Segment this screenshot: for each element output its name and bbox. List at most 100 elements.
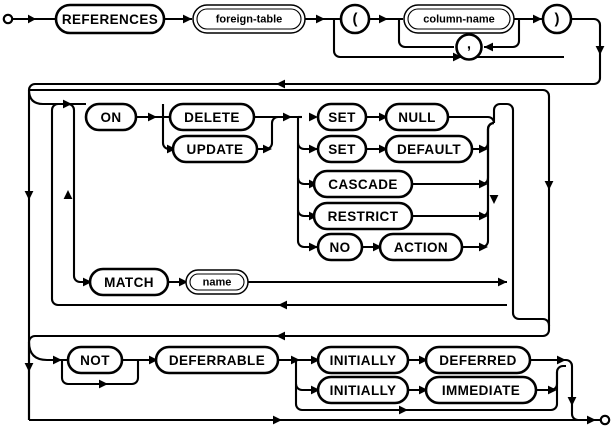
arrow-paren-to-col-icon bbox=[379, 14, 388, 24]
arrow-initially-to-deferred-icon bbox=[419, 355, 428, 365]
arrow-initially-deferred-icon bbox=[311, 355, 320, 365]
arrow-row3-exit-down-icon bbox=[567, 397, 577, 406]
column-name-ref-inner-outline bbox=[407, 8, 511, 30]
comma[interactable] bbox=[455, 33, 483, 61]
arrow-initially-to-immediate-icon bbox=[419, 385, 428, 395]
arrow-wrap-row3-left-icon bbox=[276, 331, 285, 341]
arrow-initially-immediate-icon bbox=[311, 385, 320, 395]
delete-keyword-label: DELETE bbox=[184, 110, 240, 125]
not-keyword-label: NOT bbox=[80, 353, 110, 368]
rail-initially-immediate-branch bbox=[294, 383, 320, 392]
initially-keyword-deferred-label: INITIALLY bbox=[330, 353, 397, 368]
arrow-wrap-down-icon bbox=[595, 46, 605, 55]
references-keyword-label: REFERENCES bbox=[62, 12, 158, 27]
close-paren-label: ) bbox=[555, 11, 560, 28]
arrow-restrict-merge-icon bbox=[479, 211, 488, 221]
cascade-keyword-label: CASCADE bbox=[328, 177, 398, 192]
match-keyword-label: MATCH bbox=[104, 275, 154, 290]
immediate-keyword-label: IMMEDIATE bbox=[442, 383, 520, 398]
column-name-label: column-name bbox=[423, 14, 495, 26]
no-keyword-label: NO bbox=[329, 240, 350, 255]
arrow-on-group-loopback-icon bbox=[278, 300, 287, 310]
rail-deferred-merge bbox=[530, 358, 574, 367]
set-keyword-default-label: SET bbox=[328, 142, 356, 157]
rail-row3-exit bbox=[570, 366, 600, 422]
arrow-actions-merge-down-icon bbox=[489, 195, 499, 204]
arrow-row3-entry-icon bbox=[53, 355, 62, 365]
rail-paren-group-bypass bbox=[332, 19, 564, 59]
open-paren-label: ( bbox=[353, 11, 358, 28]
arrow-update-branch-icon bbox=[167, 144, 176, 154]
arrow-wrap-left-icon bbox=[276, 79, 285, 89]
arrow-name-merge-icon bbox=[498, 277, 507, 287]
update-keyword-label: UPDATE bbox=[187, 142, 244, 157]
arrow-right-outer-down-icon bbox=[544, 181, 554, 190]
arrow-match-vertical-up-icon bbox=[63, 190, 73, 199]
arrow-set-to-null-icon bbox=[379, 112, 388, 122]
set-keyword-null-label: SET bbox=[328, 110, 356, 125]
arrow-col-to-close-icon bbox=[533, 14, 542, 24]
rail-initially-skip-merge bbox=[408, 372, 559, 412]
arrow-ref-to-ftable-icon bbox=[183, 14, 192, 24]
rail-action-fanout-vertical bbox=[296, 117, 318, 249]
arrow-set-to-default-icon bbox=[379, 144, 388, 154]
rail-null-merge bbox=[448, 115, 496, 124]
rail-row2-top-bypass bbox=[29, 88, 551, 104]
rail-default-merge bbox=[472, 121, 495, 151]
arrow-match-branch-icon bbox=[83, 277, 92, 287]
restrict-keyword-label: RESTRICT bbox=[328, 209, 399, 224]
rail-on-group-loop-back bbox=[50, 102, 507, 307]
rail-update-merge bbox=[257, 115, 298, 151]
arrow-action-branch-entry-icon bbox=[283, 112, 292, 122]
rail-row2-entry bbox=[27, 89, 86, 106]
arrow-noaction-icon bbox=[309, 242, 318, 252]
arrow-row2-entry-icon bbox=[63, 99, 72, 109]
name-label: name bbox=[203, 277, 232, 289]
arrow-deferred-merge-icon bbox=[557, 355, 566, 365]
rail-action-branch-restrict bbox=[296, 209, 318, 218]
arrow-start-icon bbox=[28, 14, 36, 24]
default-keyword-label: DEFAULT bbox=[397, 142, 461, 157]
arrow-bottom-bypass-icon bbox=[273, 415, 282, 425]
arrow-default-merge-icon bbox=[479, 144, 488, 154]
foreign-table-ref-inner-outline bbox=[196, 8, 302, 30]
rail-initially-skip bbox=[294, 360, 408, 412]
start-endpoint-icon bbox=[2, 13, 14, 25]
arrow-not-skip-icon bbox=[99, 379, 108, 389]
rail-comma-loop-left bbox=[397, 19, 454, 49]
rail-row2-exit bbox=[511, 305, 551, 330]
rail-wrap-row2-to-row3 bbox=[27, 329, 551, 420]
arrow-cascade-merge-icon bbox=[479, 179, 488, 189]
arrow-update-merge-icon bbox=[263, 144, 272, 154]
rail-action-branch-setdefault bbox=[296, 142, 318, 151]
arrow-setdefault-icon bbox=[309, 144, 318, 154]
arrow-left-rail-down-1-icon bbox=[24, 191, 34, 200]
arrow-match-to-name-icon bbox=[179, 277, 188, 287]
end-endpoint-icon bbox=[599, 414, 611, 426]
deferred-keyword-label: DEFERRED bbox=[439, 353, 516, 368]
arrow-no-to-action-icon bbox=[373, 242, 382, 252]
rail-action-branch-cascade bbox=[296, 177, 318, 186]
action-keyword-label: ACTION bbox=[394, 240, 448, 255]
rail-comma-loop-right bbox=[484, 19, 521, 49]
arrow-ftable-to-paren-icon bbox=[316, 14, 325, 24]
foreign-table-label: foreign-table bbox=[216, 14, 283, 26]
arrow-setnull-icon bbox=[309, 112, 318, 122]
on-keyword-label: ON bbox=[100, 110, 121, 125]
name-ref-inner-outline bbox=[189, 273, 245, 291]
arrow-on-to-branch-icon bbox=[148, 112, 157, 122]
arrow-comma-loop-icon bbox=[484, 42, 493, 52]
rail-actions-to-group-merge bbox=[492, 102, 515, 305]
comma-label: , bbox=[467, 36, 471, 53]
null-keyword-label: NULL bbox=[398, 110, 436, 125]
arrow-end-icon bbox=[587, 415, 596, 425]
arrow-not-to-deferrable-icon bbox=[149, 355, 158, 365]
deferrable-keyword-label: DEFERRABLE bbox=[169, 353, 265, 368]
arrow-action-merge-icon bbox=[479, 242, 488, 252]
rail-immediate-merge bbox=[536, 364, 566, 392]
rail-wrap-row1-to-row2 bbox=[27, 17, 602, 420]
arrow-paren-bypass-icon bbox=[453, 52, 462, 62]
rail-match-branch bbox=[67, 102, 92, 284]
